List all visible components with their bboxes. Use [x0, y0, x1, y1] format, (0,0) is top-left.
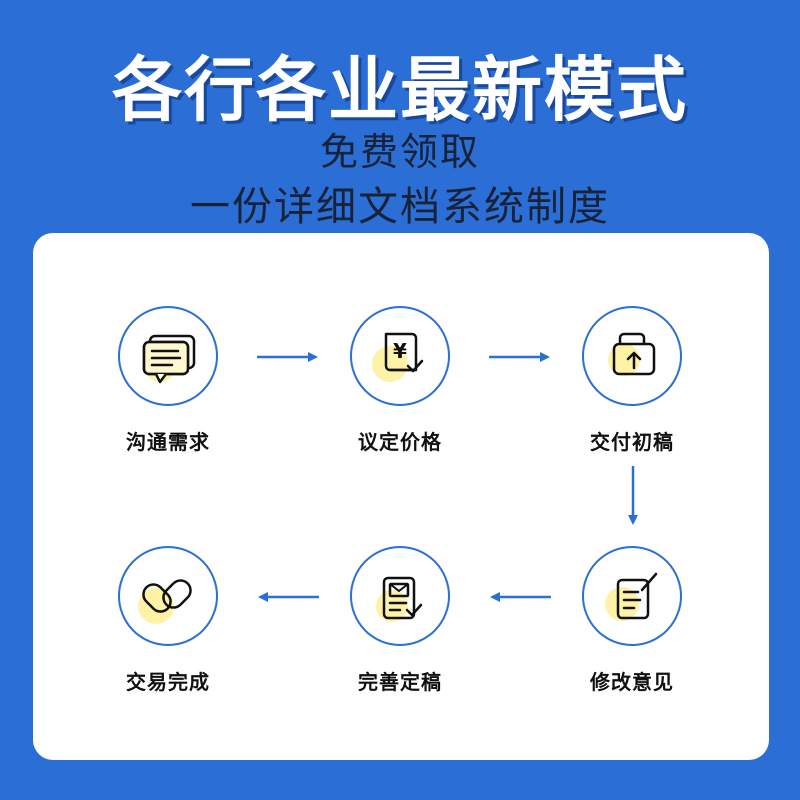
step-deliver: 交付初稿 — [557, 306, 707, 455]
subtitle-free: 免费领取 — [319, 130, 480, 174]
yen-document-icon: ¥ — [372, 332, 424, 382]
flow-arrows — [257, 352, 638, 602]
page-title: 各行各业最新模式 — [112, 49, 688, 131]
step-ring — [118, 306, 218, 406]
process-card: 沟通需求 ¥ 议定价格 — [33, 233, 769, 760]
step-communicate: 沟通需求 — [93, 306, 243, 455]
step-label: 修改意见 — [590, 670, 674, 694]
step-revise: 修改意见 — [557, 546, 707, 695]
svg-text:¥: ¥ — [393, 339, 407, 363]
upload-box-icon — [608, 332, 656, 376]
step-price: ¥ 议定价格 — [325, 306, 475, 455]
step-ring — [582, 306, 682, 406]
step-label: 交付初稿 — [590, 430, 674, 454]
handshake-icon — [138, 579, 192, 624]
edit-document-icon — [605, 572, 658, 621]
step-ring — [350, 546, 450, 646]
step-label: 议定价格 — [358, 430, 442, 454]
step-label: 完善定稿 — [358, 670, 442, 694]
step-label: 交易完成 — [126, 670, 210, 694]
step-ring: ¥ — [350, 306, 450, 406]
step-ring — [118, 546, 218, 646]
chat-bubble-icon — [142, 334, 196, 384]
step-ring — [582, 546, 682, 646]
subtitle-document: 一份详细文档系统制度 — [190, 184, 610, 230]
step-label: 沟通需求 — [126, 430, 210, 454]
checked-document-icon — [376, 576, 423, 622]
step-complete: 交易完成 — [93, 546, 243, 695]
step-finalize: 完善定稿 — [325, 546, 475, 695]
